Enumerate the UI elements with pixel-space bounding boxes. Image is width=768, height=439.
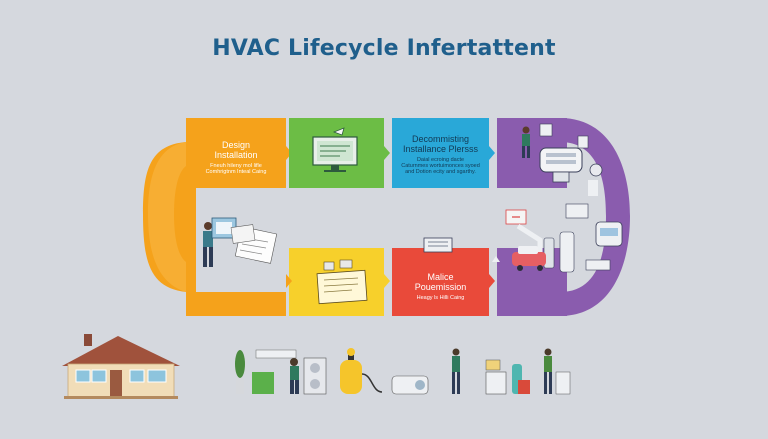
inspection-out-arrow [384, 274, 390, 288]
design-sub-2: Comhrigtnm Inteal Caing [205, 169, 267, 175]
design-label: Design Installation Fneuh hileny mol lif… [186, 140, 286, 175]
decommissioning-heading-1: Decommisting [411, 134, 469, 144]
inspection-arrow [286, 274, 292, 288]
maintenance-up-arrow [492, 256, 500, 262]
decommissioning-sub-3: and Dotion ecity and sgarthy. [405, 169, 476, 176]
decommissioning-sub-1: Daial ecroing dacte [416, 156, 465, 163]
plant-icon [235, 350, 245, 394]
bottom-equipment-group-2 [391, 348, 571, 395]
maintenance-arrow [489, 274, 495, 288]
monitor-icon [312, 127, 358, 172]
design-box [186, 118, 286, 188]
decommissioning-arrow [489, 146, 495, 160]
maintenance-sub-1: Heagy ls Hilli Caing [416, 294, 465, 301]
maintenance-box [392, 248, 489, 316]
hvac-unit-icon [539, 123, 603, 183]
design-technician-icon [203, 217, 237, 267]
blueprint-icon [316, 259, 368, 305]
vehicle-icon [512, 246, 546, 271]
maintenance-heading-1: Malice [427, 272, 454, 282]
monitor-arrow [384, 146, 390, 160]
design-heading-1: Design [221, 140, 250, 150]
bottom-equipment-group-1 [252, 349, 327, 395]
decommissioning-label: Decommisting Installance Plersss Daial e… [392, 134, 489, 176]
design-heading-2: Installation [214, 150, 258, 161]
design-flow-outer [148, 142, 186, 292]
decommissioning-box [392, 118, 489, 188]
design-papers-icon [230, 224, 278, 264]
maintenance-label: Malice Pouemission Heagy ls Hilli Caing [392, 272, 489, 301]
design-sub-1: Fneuh hileny mol lifle [210, 162, 262, 169]
cylinder-icon [340, 348, 383, 394]
maintenance-heading-2: Pouemission [414, 282, 467, 293]
diagram-title: HVAC Lifecycle Infertattent [212, 36, 556, 61]
decommissioning-sub-2: Caturnmes wortuimonces syoed [401, 163, 480, 169]
equipment-cluster [505, 180, 623, 273]
house-icon [62, 334, 180, 399]
maintenance-unit-icon [423, 237, 453, 253]
decommissioning-heading-2: Installance Plersss [402, 144, 479, 155]
technician-icon [522, 126, 530, 158]
